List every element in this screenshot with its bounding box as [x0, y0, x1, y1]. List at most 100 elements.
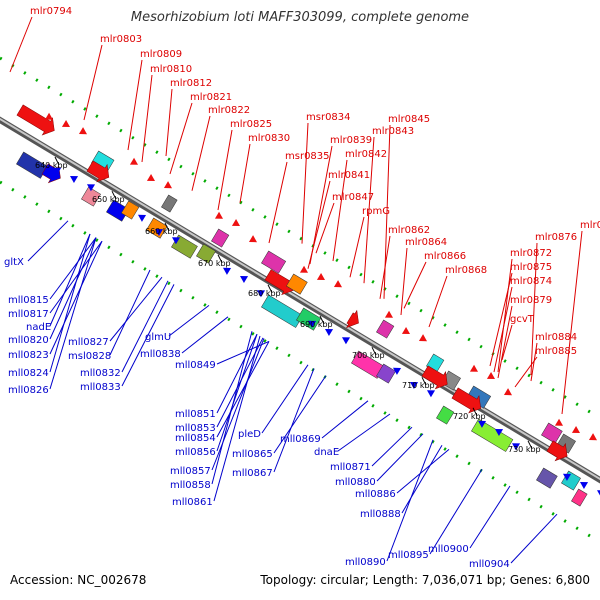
gene-block-8 [286, 273, 308, 295]
reverse-arrow-shape [240, 276, 249, 284]
reverse-arrow-shape [597, 490, 600, 498]
reverse-gene-label: glmU [145, 332, 171, 343]
forward-arrow-shape [571, 425, 581, 434]
gene-block-24 [146, 217, 168, 239]
reverse-leader-line [321, 400, 369, 439]
reverse-gene-label: mll0861 [172, 497, 213, 508]
gene-feature-23 [121, 200, 140, 220]
gene-features [16, 104, 600, 507]
reverse-gene-label: mll0853 [175, 423, 216, 434]
reverse-arrow-shape [495, 429, 504, 437]
forward-leader-line [307, 180, 331, 269]
forward-gene-label: mlr0843 [372, 126, 414, 137]
reverse-gene-label: mll0900 [428, 544, 469, 555]
forward-leader-line [403, 261, 427, 309]
reverse-track-dots [0, 180, 600, 544]
gene-feature-28 [296, 307, 322, 331]
reverse-arrow-shape [172, 237, 181, 245]
forward-leader-line [239, 143, 251, 203]
gene-arrow-18 [546, 440, 568, 462]
gene-arrow-13 [421, 365, 448, 390]
forward-gene-label: mlr0821 [190, 92, 232, 103]
reverse-leader-line [121, 284, 175, 387]
reverse-gene-label: nadE [26, 322, 51, 333]
reverse-arrow-shape [325, 329, 334, 337]
forward-gene-label: mlr0825 [230, 119, 272, 130]
tick-mark [527, 440, 533, 450]
reverse-strand-arrow [53, 167, 62, 175]
reverse-leader-line [109, 276, 163, 342]
reverse-leader-line [371, 426, 413, 467]
forward-leader-line [379, 235, 391, 299]
forward-gene-label: mlr0810 [150, 64, 192, 75]
forward-leader-line [332, 159, 348, 262]
forward-arrow-shape [78, 127, 88, 135]
forward-leader-line [489, 272, 513, 367]
forward-leader-line [165, 88, 173, 157]
reverse-gene-label: mll0815 [8, 295, 49, 306]
reverse-gene-label: mll0869 [280, 434, 321, 445]
gene-block-5 [211, 228, 230, 248]
reverse-arrow-shape [138, 214, 147, 222]
forward-strand-arrow [163, 181, 173, 189]
reverse-arrow-shape [223, 267, 232, 275]
reverse-strand-arrow [138, 214, 147, 222]
forward-arrow-shape [316, 272, 326, 281]
reverse-gene-label: mll0849 [175, 360, 216, 371]
reverse-arrow-shape [427, 390, 436, 398]
forward-arrow-shape [486, 371, 496, 380]
forward-gene-label: gcvT [510, 314, 535, 325]
forward-leader-line [127, 59, 143, 151]
reverse-strand-arrow [155, 229, 164, 237]
reverse-arrow-shape [257, 290, 266, 298]
forward-strand-arrow [61, 119, 71, 128]
reverse-gene-label: mll0867 [232, 468, 273, 479]
forward-strand-arrow [333, 280, 343, 288]
gene-feature-4 [161, 194, 178, 213]
reverse-strand-arrow [580, 482, 589, 490]
forward-arrow-shape [384, 310, 394, 318]
reverse-arrow-shape [308, 320, 317, 328]
gene-feature-24 [146, 217, 168, 239]
forward-gene-label: mlr0839 [330, 135, 372, 146]
reverse-gene-label: pleD [238, 429, 261, 440]
reverse-leader-line [273, 368, 315, 473]
reverse-gene-label: mll0832 [80, 368, 121, 379]
gene-labels: mlr0794mlr0803mlr0809mlr0810mlr0812mlr08… [4, 6, 600, 570]
reverse-gene-label: gltX [4, 257, 24, 268]
reverse-leader-line [429, 468, 483, 555]
gene-feature-35 [571, 488, 588, 507]
forward-strand-arrow [78, 127, 88, 135]
forward-gene-label: mlr0885 [535, 346, 577, 357]
reverse-gene-label: mll0838 [140, 349, 181, 360]
tick-mark [267, 284, 273, 294]
gene-feature-33 [536, 467, 558, 489]
forward-gene-label: rpmG [362, 206, 390, 217]
forward-gene-label: mlr0845 [388, 114, 430, 125]
tick-label: 640 kbp [35, 161, 68, 170]
forward-leader-line [169, 102, 193, 175]
forward-arrow-shape [401, 326, 411, 335]
reverse-strand-arrow [427, 390, 436, 398]
forward-arrow-shape [61, 119, 71, 128]
forward-strand-arrow [299, 265, 309, 273]
forward-leader-line [9, 16, 33, 73]
tick-mark [371, 346, 377, 356]
reverse-arrow-shape [70, 176, 79, 184]
forward-leader-line [530, 242, 538, 376]
reverse-leader-line [49, 240, 103, 314]
gene-arrow-1 [16, 104, 55, 136]
forward-gene-label: mlr0877 [580, 220, 600, 231]
gene-feature-30 [376, 363, 396, 384]
reverse-leader-line [109, 269, 151, 356]
forward-arrow-shape [469, 364, 479, 372]
reverse-leader-line [181, 316, 229, 354]
reverse-leader-line [216, 333, 258, 414]
forward-strand-arrow [384, 310, 394, 318]
forward-arrow-shape [588, 433, 598, 441]
tick-mark [472, 407, 478, 417]
reverse-gene-label: mll0826 [8, 385, 49, 396]
forward-leader-line [141, 74, 153, 163]
